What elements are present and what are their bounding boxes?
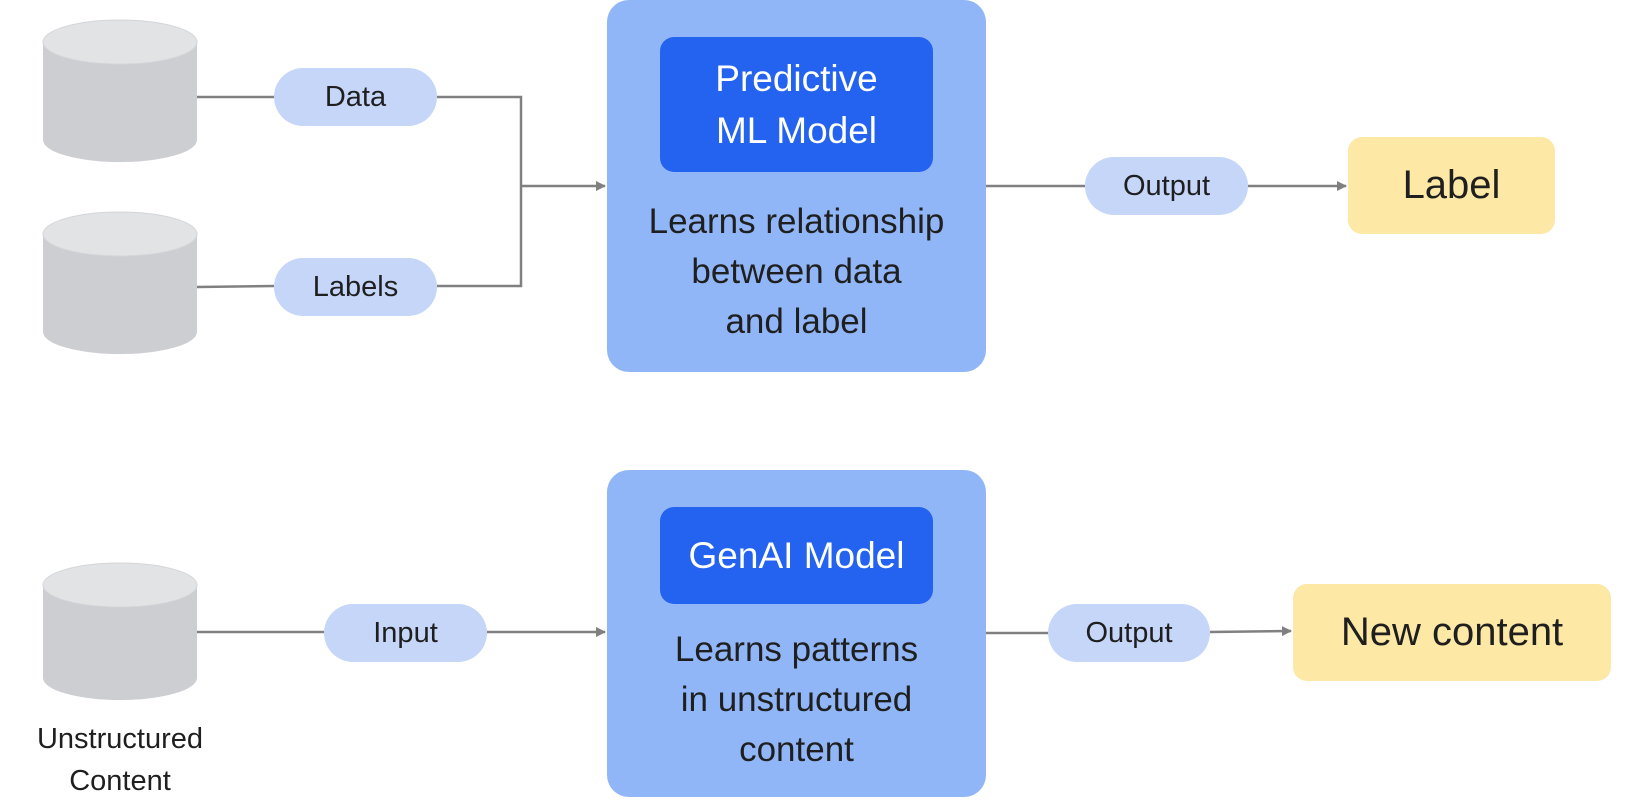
genai-result-box: New content xyxy=(1293,584,1611,681)
predictive-model-panel: Predictive ML Model Learns relationship … xyxy=(607,0,986,372)
genai-model-panel: GenAI Model Learns patterns in unstructu… xyxy=(607,470,986,797)
data-database-icon xyxy=(42,19,198,162)
genai-model-description: Learns patterns in unstructured content xyxy=(674,630,919,769)
genai-model-title: GenAI Model xyxy=(660,507,933,604)
labels-pill: Labels xyxy=(274,258,437,316)
unstructured-content-caption: Unstructured Content xyxy=(36,723,203,797)
genai-result-arrow xyxy=(1209,626,1292,637)
predictive-result-box: Label xyxy=(1348,137,1555,234)
merge-bracket xyxy=(437,95,523,288)
unstructured-content-database-icon xyxy=(42,562,198,700)
genai-output-pill: Output xyxy=(1048,604,1210,662)
labels-database-icon xyxy=(42,211,198,354)
input-pill: Input xyxy=(324,604,487,662)
predictive-output-pill: Output xyxy=(1085,157,1248,215)
labels-connector xyxy=(196,284,275,289)
predictive-model-title: Predictive ML Model xyxy=(660,37,933,172)
data-pill: Data xyxy=(274,68,437,126)
predictive-model-description: Learns relationship between data and lab… xyxy=(648,202,945,341)
